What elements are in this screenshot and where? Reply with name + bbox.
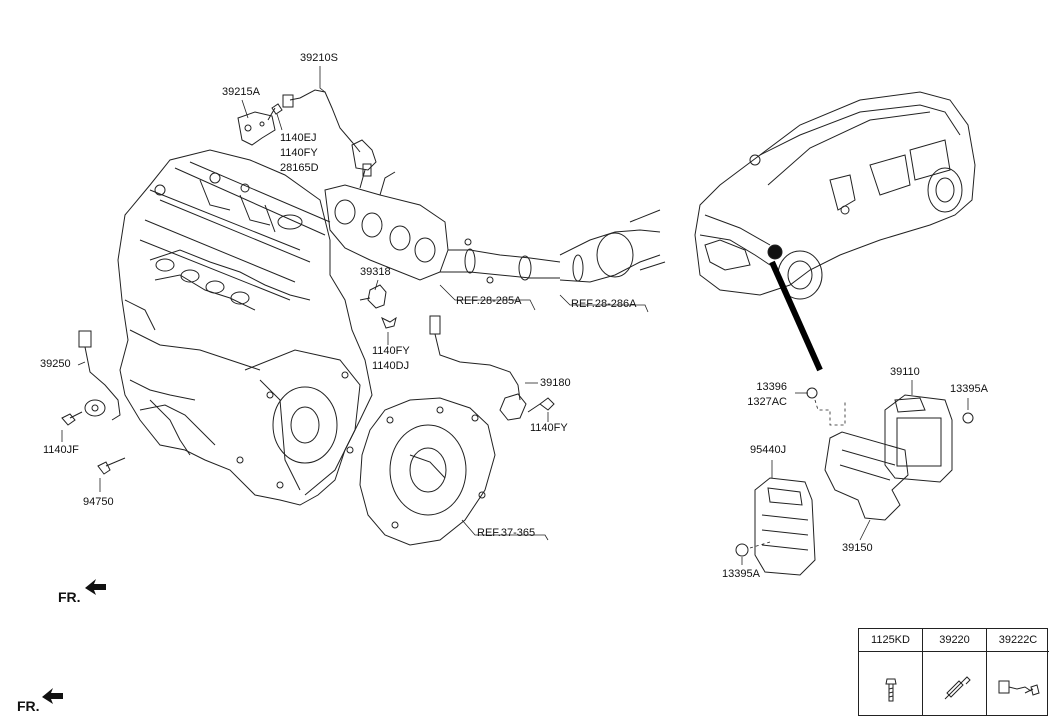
legend-head-39222C: 39222C — [987, 629, 1049, 652]
fr-label-bottom: FR. — [17, 698, 40, 714]
part-label-1140DJ: 1140DJ — [372, 360, 410, 372]
cam-sensor-39318-drawing — [359, 284, 387, 309]
part-label-13396: 13396 — [756, 381, 787, 393]
ecm-location-marker — [767, 244, 783, 260]
transmission-housing-drawing — [359, 397, 496, 546]
part-label-1327AC: 1327AC — [747, 396, 787, 408]
bolt-1140EJ-drawing — [267, 103, 283, 121]
part-label-1140FY-1140DJ-group: 1140FY 1140DJ — [372, 344, 410, 374]
part-label-39180: 39180 — [540, 377, 571, 389]
part-label-39150: 39150 — [842, 542, 873, 554]
part-label-1140EJ: 1140EJ — [280, 132, 317, 144]
bolt-icon — [859, 651, 922, 715]
part-label-1140FY-b: 1140FY — [530, 422, 568, 434]
ecm-95440J-drawing — [754, 477, 816, 576]
ref-label-28-285A: REF.28-285A — [456, 295, 522, 307]
sensor-plug-icon — [923, 651, 986, 715]
exhaust-manifold-drawing — [324, 169, 666, 284]
part-label-39250: 39250 — [40, 358, 71, 370]
part-label-13395A-top: 13395A — [950, 383, 988, 395]
legend-table: 1125KD 39220 39222C — [858, 628, 1049, 716]
part-label-94750: 94750 — [83, 496, 114, 508]
part-label-1140FY: 1140FY — [280, 147, 318, 159]
legend-cell-39222C: 39222C — [987, 629, 1049, 715]
car-ecm-pointer — [769, 260, 823, 372]
sensor-94750-drawing — [97, 457, 126, 475]
ecm-39110-drawing — [884, 394, 953, 483]
part-label-13395A-bottom: 13395A — [722, 568, 760, 580]
crank-sensor-39180-drawing — [429, 315, 527, 421]
fr-arrows — [42, 579, 106, 704]
part-label-39215A: 39215A — [222, 86, 260, 98]
legend-cell-1125KD: 1125KD — [859, 629, 923, 715]
part-label-1140EJ-group: 1140EJ 1140FY 28165D — [280, 131, 319, 176]
part-label-39318: 39318 — [360, 266, 391, 278]
bracket-39150-drawing — [824, 431, 909, 521]
part-label-1140JF: 1140JF — [43, 444, 79, 456]
part-label-28165D: 28165D — [280, 162, 319, 174]
engine-block-drawing — [117, 149, 373, 506]
bolt-1140FY-1140DJ-drawing — [381, 316, 397, 329]
legend-cell-39220: 39220 — [923, 629, 987, 715]
sensor-connector-icon — [987, 651, 1049, 715]
part-label-39110: 39110 — [890, 366, 920, 378]
part-label-39210S: 39210S — [300, 52, 338, 64]
legend-head-1125KD: 1125KD — [859, 629, 922, 652]
part-label-13396-group: 13396 1327AC — [742, 380, 787, 410]
car-drawing — [694, 91, 976, 300]
ref-label-37-365: REF.37-365 — [477, 527, 536, 539]
leader-lines — [61, 66, 969, 565]
fr-label-top: FR. — [58, 589, 81, 605]
oxygen-sensor-39210S-drawing — [282, 89, 377, 177]
bracket-39215A-drawing — [237, 111, 276, 146]
part-label-95440J: 95440J — [750, 444, 787, 456]
bolt-1140FY-b-drawing — [527, 397, 555, 413]
ref-label-28-286A: REF.28-286A — [571, 298, 637, 310]
knock-sensor-39250-drawing — [78, 330, 121, 421]
bolt-1140JF-drawing — [61, 411, 83, 426]
part-label-1140FY-a: 1140FY — [372, 345, 410, 357]
legend-head-39220: 39220 — [923, 629, 986, 652]
